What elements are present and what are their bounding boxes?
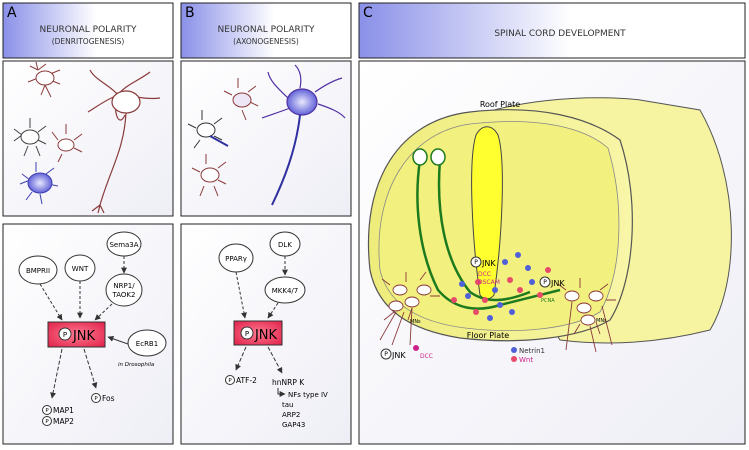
jnk-label-axon: P JNK <box>470 256 496 268</box>
node-wnt: WNT <box>64 254 96 282</box>
node-sema3a: Sema3A <box>106 231 142 257</box>
neuron-icon <box>19 162 59 205</box>
neuron-icon <box>87 69 161 214</box>
target-atf2: P ATF-2 <box>225 375 257 385</box>
dcc-label-left: DCC <box>420 353 433 360</box>
motor-neurons-left <box>379 271 440 346</box>
target-nfs: NFs type IV <box>288 391 328 399</box>
motor-neurons-right <box>557 278 616 353</box>
target-tau: tau <box>282 401 293 409</box>
panel-b-subtitle: (AXONOGENESIS) <box>233 37 299 46</box>
node-dlk: DLK <box>269 231 301 257</box>
legend: Netrin1 Wnt <box>511 347 545 364</box>
panel-a-title: NEURONAL POLARITY <box>40 25 137 35</box>
svg-text:TAOK2: TAOK2 <box>112 291 136 299</box>
svg-text:JNK: JNK <box>254 328 278 343</box>
node-nrp1-taok2: NRP1/ TAOK2 <box>105 273 143 307</box>
mns-label-left: MNs <box>410 319 421 325</box>
dscam-label: DSCAM <box>478 279 500 286</box>
panel-c-header <box>358 2 746 59</box>
panel-a-header <box>2 2 174 59</box>
svg-text:P: P <box>94 396 98 402</box>
svg-text:P: P <box>543 279 547 286</box>
jnk-box-b: P JNK <box>233 320 283 346</box>
pcna-label: PCNA <box>541 298 555 304</box>
svg-text:P: P <box>384 351 388 358</box>
neuron-icon <box>191 154 227 197</box>
svg-text:P: P <box>228 378 232 384</box>
svg-text:NRP1/: NRP1/ <box>113 282 135 290</box>
svg-text:MAP2: MAP2 <box>53 417 74 426</box>
neuron-icon <box>51 124 83 163</box>
node-ppar: PPARγ <box>218 243 254 273</box>
svg-text:MKK4/7: MKK4/7 <box>272 287 299 295</box>
svg-text:JNK: JNK <box>72 329 96 344</box>
panel-b-letter: B <box>185 5 195 21</box>
target-map1: P MAP1 <box>42 405 74 415</box>
jnk-label-right: P JNK <box>539 276 565 288</box>
node-ecrb1: EcRB1 <box>127 329 167 357</box>
neuron-icon <box>27 61 61 98</box>
central-canal <box>471 126 503 300</box>
panel-c: C SPINAL CORD DEVELOPMENT Roof Plate Flo… <box>358 2 746 445</box>
svg-text:Wnt: Wnt <box>519 356 533 364</box>
panel-b-header <box>180 2 352 59</box>
target-fos: P Fos <box>91 393 115 403</box>
arrow-icon <box>235 346 283 374</box>
svg-text:P: P <box>45 408 49 414</box>
svg-text:Netrin1: Netrin1 <box>519 347 545 355</box>
neuron-icon <box>187 110 229 149</box>
dcc-label-axon: DCC <box>478 271 491 278</box>
jnk-label-left: P JNK <box>380 348 406 360</box>
panel-b: B NEURONAL POLARITY (AXONOGENESIS) PPARγ <box>180 2 352 445</box>
drosophila-note: in Drosophila <box>118 362 155 368</box>
svg-text:JNK: JNK <box>481 259 496 268</box>
target-arp2: ARP2 <box>282 411 300 419</box>
node-mkk: MKK4/7 <box>264 276 306 304</box>
svg-text:BMPRII: BMPRII <box>26 267 50 275</box>
svg-text:P: P <box>45 419 49 425</box>
panel-c-title: SPINAL CORD DEVELOPMENT <box>494 29 626 39</box>
svg-text:PPARγ: PPARγ <box>225 255 247 263</box>
svg-text:P: P <box>245 330 249 338</box>
svg-text:MAP1: MAP1 <box>53 406 74 415</box>
neuron-icon <box>13 118 47 157</box>
panel-b-neurons-frame <box>180 60 352 217</box>
mns-label-right: MNs <box>596 318 607 324</box>
roof-plate-label: Roof Plate <box>480 100 520 109</box>
arrow-icon <box>235 256 288 319</box>
svg-text:JNK: JNK <box>391 351 406 360</box>
panel-a-letter: A <box>7 5 17 21</box>
svg-text:ATF-2: ATF-2 <box>236 376 257 385</box>
neuron-icon <box>261 64 346 206</box>
dcc-marker <box>413 345 419 351</box>
svg-text:EcRB1: EcRB1 <box>136 340 158 348</box>
netrin-wnt-gradient <box>451 252 551 321</box>
arrow-icon <box>50 348 98 399</box>
svg-text:WNT: WNT <box>72 265 89 273</box>
panel-c-letter: C <box>363 5 373 21</box>
panel-a-subtitle: (DENRITOGENESIS) <box>52 37 125 46</box>
phospho-p-icon <box>58 327 72 341</box>
arrow-icon <box>39 256 127 321</box>
target-map2: P MAP2 <box>42 416 74 426</box>
target-gap43: GAP43 <box>282 421 305 429</box>
phospho-p-icon <box>240 326 254 340</box>
svg-text:P: P <box>474 259 478 266</box>
svg-text:Fos: Fos <box>102 394 115 403</box>
floor-plate-label: Floor Plate <box>467 331 510 340</box>
neuron-icon <box>223 78 259 121</box>
arrow-icon <box>277 388 286 397</box>
panel-a: A NEURONAL POLARITY (DENRITOGENESIS) <box>2 2 174 445</box>
svg-text:DLK: DLK <box>278 241 292 249</box>
svg-text:Sema3A: Sema3A <box>109 241 138 249</box>
jnk-box-a: P JNK <box>47 321 106 348</box>
svg-text:JNK: JNK <box>550 279 565 288</box>
panel-b-title: NEURONAL POLARITY <box>218 25 315 35</box>
node-bmprii: BMPRII <box>18 255 58 285</box>
arrow-icon <box>107 335 129 345</box>
target-hnnrp: hnNRP K <box>272 378 305 387</box>
svg-text:P: P <box>63 331 67 339</box>
